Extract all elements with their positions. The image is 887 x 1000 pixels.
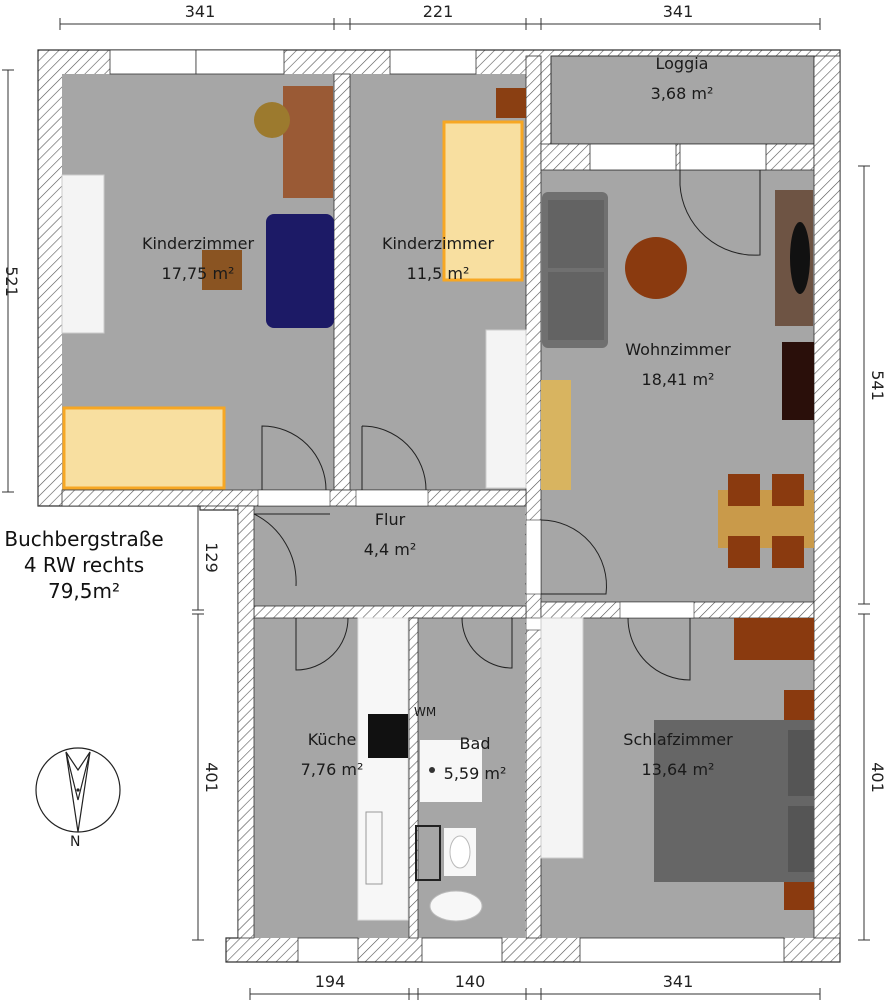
room-name: Kinderzimmer (141, 234, 255, 253)
room-area: 18,41 m² (641, 370, 715, 389)
dim-left-3: 401 (201, 762, 221, 793)
floor-loggia (550, 55, 815, 145)
room-label-kinderzimmer-1: Kinderzimmer 17,75 m² (128, 234, 268, 284)
doors (253, 170, 761, 681)
wardrobe-2 (485, 329, 527, 489)
door-bad (461, 617, 513, 669)
plan-title: Buchbergstraße 4 RW rechts 79,5m² (0, 526, 168, 604)
door-kinderzimmer-2 (361, 425, 427, 491)
room-name: Küche (307, 730, 357, 749)
room-name: Loggia (655, 54, 709, 73)
unit: 4 RW rechts (23, 553, 145, 577)
door-kinderzimmer-1 (261, 425, 327, 491)
room-label-flur: Flur 4,4 m² (320, 510, 460, 560)
door-kueche (295, 617, 349, 671)
furniture-bad (415, 740, 483, 922)
room-name: Schlafzimmer (623, 730, 733, 749)
room-label-schlafzimmer: Schlafzimmer 13,64 m² (608, 730, 748, 780)
door-flur (253, 513, 330, 587)
floor-flur (254, 506, 525, 606)
room-area: 4,4 m² (363, 540, 417, 559)
dim-right-2: 401 (867, 762, 887, 793)
sideboard (541, 380, 571, 490)
door-wohnzimmer-flur (540, 519, 607, 595)
furniture-kinderzimmer-1 (61, 86, 334, 490)
door-wohnzimmer (679, 170, 761, 256)
shower (415, 825, 441, 881)
washing-machine (368, 714, 408, 758)
room-label-kueche: Küche 7,76 m² (272, 730, 392, 780)
round-table (625, 237, 687, 299)
double-bed (654, 720, 814, 882)
wardrobe-3 (540, 617, 584, 859)
room-label-kinderzimmer-2: Kinderzimmer 11,5 m² (368, 234, 508, 284)
dimension-lines (2, 18, 870, 1000)
dim-top-2: 221 (422, 2, 454, 21)
cabinet-dark (782, 342, 814, 420)
room-area: 5,59 m² (443, 764, 507, 783)
room-name: Kinderzimmer (381, 234, 495, 253)
sink (365, 811, 383, 885)
furniture-kinderzimmer-2 (442, 88, 527, 489)
door-schlafzimmer (627, 617, 691, 681)
bed-2 (442, 120, 524, 282)
address: Buchbergstraße (4, 527, 164, 551)
sofa (266, 214, 334, 328)
room-label-wohnzimmer: Wohnzimmer 18,41 m² (608, 340, 748, 390)
dresser (734, 618, 814, 660)
room-area: 13,64 m² (641, 760, 715, 779)
compass-label: N (70, 834, 81, 850)
tv (790, 222, 810, 294)
wardrobe (61, 174, 105, 334)
dim-left-1: 521 (1, 266, 21, 297)
room-area: 11,5 m² (406, 264, 470, 283)
room-area: 7,76 m² (300, 760, 364, 779)
room-name: Wohnzimmer (625, 340, 731, 359)
nightstand-2 (784, 880, 814, 910)
dim-left-2: 129 (201, 542, 221, 573)
compass-icon (35, 747, 121, 833)
furniture-schlafzimmer (540, 617, 814, 910)
bed (62, 406, 226, 490)
total-area: 79,5m² (47, 579, 121, 603)
dim-top-1: 341 (184, 2, 216, 21)
desk (283, 86, 333, 198)
dim-bottom-2: 140 (454, 972, 486, 991)
toilet (429, 890, 483, 922)
windows (109, 49, 785, 963)
dim-top-3: 341 (662, 2, 694, 21)
room-label-loggia: Loggia 3,68 m² (612, 54, 752, 104)
chair (254, 102, 290, 138)
room-label-bad: Bad 5,59 m² (430, 734, 520, 784)
small-table (202, 250, 242, 290)
washing-machine-label: WM (414, 705, 437, 719)
dim-right-1: 541 (867, 370, 887, 401)
furniture-wohnzimmer (541, 190, 814, 568)
nightstand-1 (784, 690, 814, 720)
furniture-kueche (357, 617, 409, 921)
dim-bottom-3: 341 (662, 972, 694, 991)
room-name: Flur (374, 510, 406, 529)
dim-bottom-1: 194 (314, 972, 346, 991)
room-area: 3,68 m² (650, 84, 714, 103)
nightstand (496, 88, 526, 118)
room-name: Bad (459, 734, 491, 753)
room-area: 17,75 m² (161, 264, 235, 283)
